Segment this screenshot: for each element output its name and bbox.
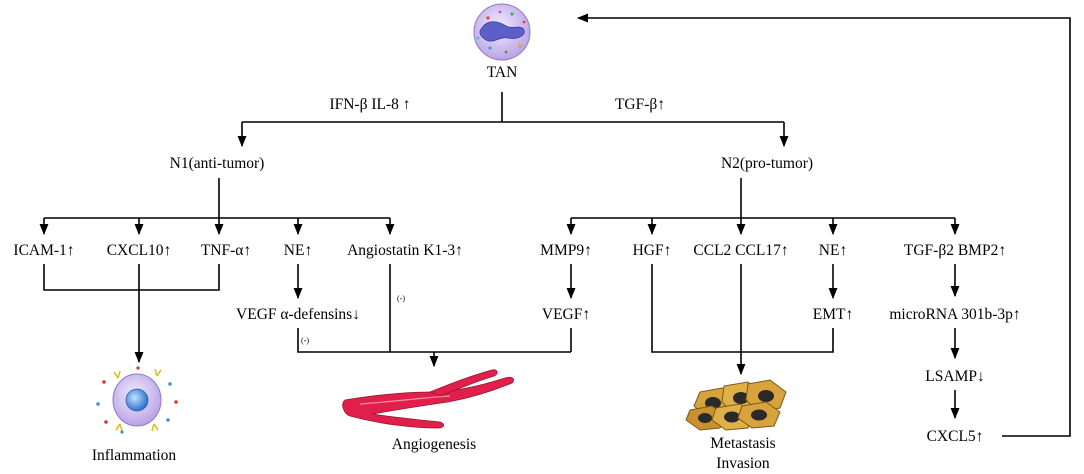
- metastasis-label: Metastasis: [710, 435, 775, 452]
- right-signal-label: TGF-β↑: [615, 96, 665, 113]
- invasion-label: Invasion: [716, 455, 770, 472]
- ccl-label: CCL2 CCL17↑: [693, 242, 788, 259]
- tgfb2-label: TGF-β2 BMP2↑: [904, 242, 1006, 259]
- vegf-defensins-label: VEGF α-defensins↓: [236, 306, 360, 323]
- icam1-label: ICAM-1↑: [13, 242, 74, 259]
- negative-sign-a: (-): [301, 336, 309, 345]
- tan-label: TAN: [487, 64, 518, 81]
- tnfa-label: TNF-α↑: [201, 242, 251, 259]
- left-signal-label: IFN-β IL-8 ↑: [329, 96, 410, 113]
- blood-vessel-icon: [342, 369, 514, 429]
- vegf-up-label: VEGF↑: [542, 306, 590, 323]
- negative-sign-b: (-): [397, 294, 405, 303]
- neutrophil-cell-icon: [473, 3, 531, 61]
- inflammation-label: Inflammation: [92, 447, 177, 464]
- ne-left-label: NE↑: [284, 242, 312, 259]
- n1-label: N1(anti-tumor): [170, 155, 265, 172]
- lsamp-label: LSAMP↓: [925, 368, 984, 385]
- microrna-label: microRNA 301b-3p↑: [889, 306, 1020, 323]
- inflammatory-cell-icon: [96, 366, 178, 434]
- cxcl10-label: CXCL10↑: [107, 242, 172, 259]
- angiostatin-label: Angiostatin K1-3↑: [347, 242, 463, 259]
- n2-label: N2(pro-tumor): [721, 155, 813, 172]
- tumor-cells-icon: [685, 379, 787, 431]
- ne-right-label: NE↑: [819, 242, 847, 259]
- mmp9-label: MMP9↑: [540, 242, 592, 259]
- angiogenesis-label: Angiogenesis: [392, 436, 476, 453]
- cxcl5-label: CXCL5↑: [927, 428, 984, 445]
- hgf-label: HGF↑: [633, 242, 672, 259]
- emt-label: EMT↑: [813, 306, 853, 323]
